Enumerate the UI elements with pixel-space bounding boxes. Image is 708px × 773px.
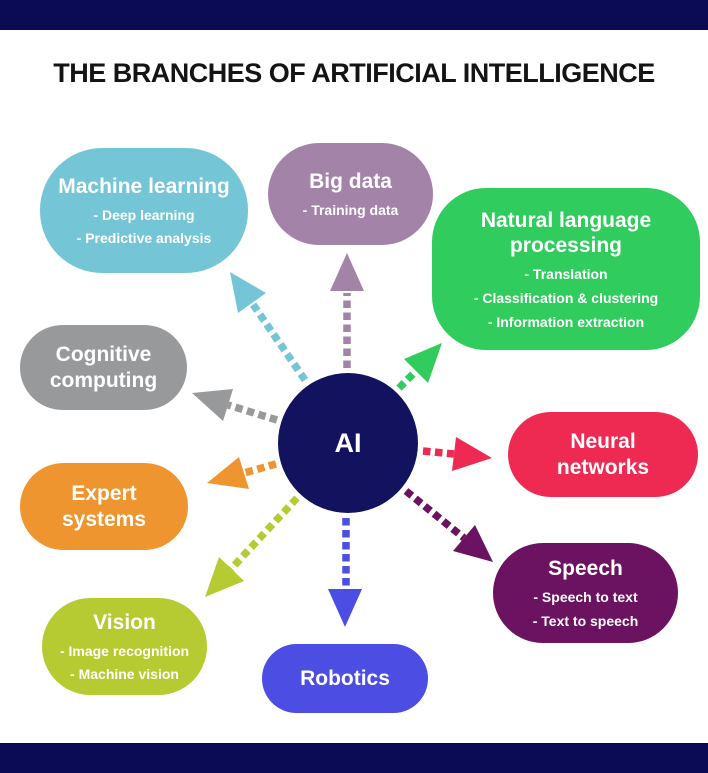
arrow-line-vision [228, 495, 300, 572]
arrowhead-big-data-icon [330, 253, 364, 291]
branch-item: - Translation [524, 265, 608, 282]
arrow-line-neural-networks [422, 447, 455, 458]
branch-item: - Predictive analysis [76, 230, 212, 247]
branch-title: Machine learning [58, 174, 230, 198]
arrow-line-speech [403, 488, 467, 541]
branch-title: Neural networks [556, 429, 650, 479]
branch-bubble-big-data: Big data - Training data [268, 143, 433, 245]
branch-title: Vision [93, 610, 156, 634]
branch-bubble-expert-systems: Expert systems [20, 463, 188, 550]
arrowhead-vision-icon [205, 557, 244, 597]
branch-bubble-speech: Speech - Speech to text - Text to speech [493, 543, 678, 643]
branch-title: Expert systems [61, 481, 147, 531]
top-border-bar [0, 0, 708, 30]
arrow-line-cognitive-computing [226, 401, 279, 424]
branch-item: - Speech to text [533, 589, 638, 605]
branch-item: - Classification & clustering [473, 289, 659, 306]
arrowhead-speech-icon [453, 525, 493, 562]
branch-item: - Information extraction [487, 313, 645, 330]
page-title: THE BRANCHES OF ARTIFICIAL INTELLIGENCE [53, 58, 655, 88]
branch-title: Natural language processing [480, 208, 652, 258]
bottom-border-bar [0, 743, 708, 773]
branch-bubble-robotics: Robotics [262, 644, 428, 713]
branch-bubble-cognitive-computing: Cognitive computing [20, 325, 187, 410]
arrowhead-cognitive-computing-icon [192, 389, 233, 421]
branch-item: - Text to speech [532, 612, 639, 629]
branch-title: Speech [548, 557, 623, 581]
branch-title: Robotics [300, 666, 390, 690]
arrow-line-machine-learning [248, 300, 309, 383]
arrowhead-nlp-icon [404, 343, 442, 383]
branch-item: - Training data [302, 201, 399, 218]
arrowhead-robotics-icon [328, 589, 362, 627]
branch-bubble-vision: Vision - Image recognition - Machine vis… [42, 598, 207, 695]
arrowhead-machine-learning-icon [230, 272, 266, 313]
ai-center-node: AI [278, 373, 418, 513]
ai-center-label: AI [334, 427, 362, 458]
branch-item: - Image recognition [59, 642, 190, 659]
branch-title: Big data [309, 170, 392, 194]
arrow-line-expert-systems [242, 460, 278, 477]
arrowhead-expert-systems-icon [207, 457, 249, 489]
arrowhead-neural-networks-icon [452, 437, 492, 471]
branch-bubble-machine-learning: Machine learning - Deep learning - Predi… [40, 148, 248, 273]
branch-bubble-natural-language-processing: Natural language processing - Translatio… [432, 188, 700, 350]
branch-bubble-neural-networks: Neural networks [508, 412, 698, 497]
branch-title: Cognitive computing [49, 342, 158, 392]
branch-item: - Deep learning [93, 206, 195, 223]
branch-item: - Machine vision [70, 666, 179, 683]
arrow-line-nlp [396, 368, 419, 391]
